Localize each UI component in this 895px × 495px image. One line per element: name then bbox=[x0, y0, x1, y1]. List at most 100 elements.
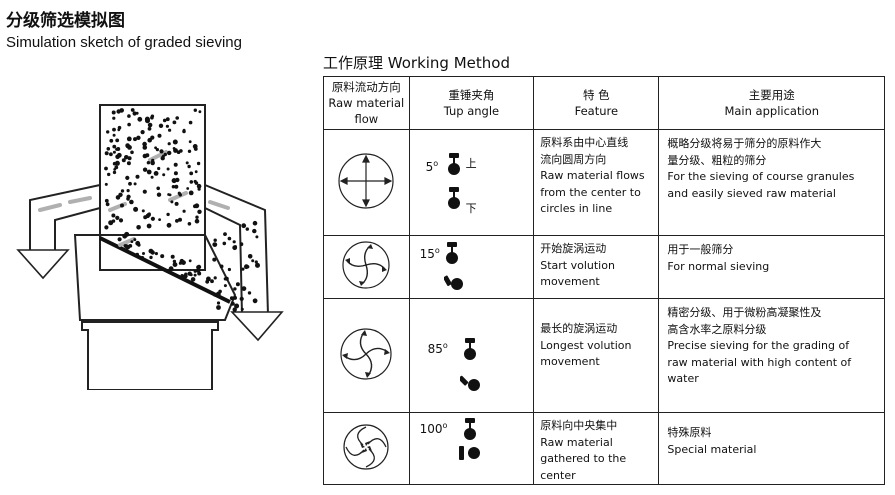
particle bbox=[106, 130, 110, 134]
application-line: 概略分级将易于筛分的原料作大 bbox=[667, 137, 822, 150]
particle bbox=[147, 126, 152, 131]
header-angle-zh: 重锤夹角 bbox=[448, 88, 495, 102]
particle bbox=[234, 245, 237, 249]
feature-line: 原料系由中心直线 bbox=[540, 136, 629, 149]
particle bbox=[166, 212, 170, 217]
particle bbox=[187, 164, 191, 169]
particle bbox=[107, 172, 111, 177]
application-cell: 用于一般筛分 For normal sieving bbox=[658, 235, 885, 299]
application-cell: 精密分级、用于微粉高凝聚性及 高含水率之原料分级 Precise sieving… bbox=[658, 298, 885, 413]
particle bbox=[104, 151, 109, 156]
particle bbox=[184, 272, 188, 276]
particle bbox=[159, 149, 164, 154]
feature-line: from the center to bbox=[540, 185, 641, 199]
particle bbox=[182, 129, 186, 134]
particle bbox=[144, 116, 150, 122]
particle bbox=[140, 256, 145, 260]
particle bbox=[157, 166, 161, 171]
particle bbox=[172, 120, 177, 125]
particle bbox=[192, 144, 198, 149]
screen-deck bbox=[73, 234, 237, 321]
particle bbox=[154, 252, 158, 256]
particle bbox=[244, 264, 249, 270]
lower-weight-icon bbox=[459, 375, 480, 391]
particle bbox=[115, 215, 120, 220]
particle bbox=[188, 140, 192, 144]
particle bbox=[129, 199, 134, 205]
particle bbox=[247, 291, 252, 295]
particle bbox=[187, 222, 192, 226]
particle bbox=[177, 191, 181, 195]
particle bbox=[128, 181, 132, 186]
particle bbox=[111, 110, 116, 115]
particle bbox=[112, 150, 116, 154]
particle bbox=[142, 145, 148, 150]
particle bbox=[173, 171, 178, 176]
particle bbox=[213, 276, 217, 280]
particle bbox=[245, 227, 249, 231]
particle bbox=[136, 225, 141, 230]
particle bbox=[142, 141, 147, 147]
table-row: 15o 开始旋涡运动 Start volution movement 用于一般筛… bbox=[323, 235, 885, 299]
feature-cell: 最长的旋涡运动 Longest volution movement bbox=[533, 298, 660, 413]
particle bbox=[112, 116, 116, 120]
particle bbox=[179, 149, 183, 153]
particle bbox=[254, 260, 258, 264]
particle bbox=[106, 147, 111, 151]
particle bbox=[125, 175, 130, 180]
particle bbox=[142, 252, 145, 255]
particle bbox=[111, 219, 116, 223]
particle bbox=[216, 305, 221, 310]
particle bbox=[213, 293, 217, 297]
particle bbox=[167, 142, 171, 146]
application-line: 用于一般筛分 bbox=[667, 243, 734, 256]
particle bbox=[104, 225, 109, 230]
particle bbox=[188, 259, 192, 263]
particle bbox=[130, 150, 134, 155]
particle bbox=[170, 200, 174, 204]
particle bbox=[150, 216, 155, 221]
particle bbox=[239, 296, 244, 301]
particle bbox=[155, 148, 159, 152]
particle bbox=[213, 238, 217, 242]
feature-line: Start volution bbox=[540, 258, 615, 272]
particle bbox=[216, 301, 221, 305]
particles bbox=[104, 108, 260, 312]
feature-line: circles in line bbox=[540, 202, 613, 215]
particle bbox=[241, 286, 247, 291]
lower-weight-icon bbox=[443, 275, 463, 290]
upper-weight-icon bbox=[445, 242, 458, 264]
particle bbox=[193, 273, 197, 277]
particle bbox=[234, 303, 240, 309]
sieve-screen bbox=[99, 236, 231, 304]
page-title-en: Simulation sketch of graded sieving bbox=[6, 34, 242, 51]
particle bbox=[222, 241, 227, 246]
particle bbox=[130, 240, 134, 244]
flow-cell bbox=[323, 235, 410, 299]
particle bbox=[206, 276, 211, 282]
particle bbox=[180, 259, 185, 264]
particle bbox=[140, 130, 145, 135]
particle bbox=[189, 171, 194, 176]
right-arrow bbox=[230, 311, 284, 342]
application-line: Special material bbox=[667, 442, 757, 456]
particle bbox=[173, 162, 178, 167]
particle bbox=[126, 189, 130, 193]
header-application-zh: 主要用途 bbox=[748, 88, 795, 102]
particle bbox=[150, 161, 155, 166]
particle bbox=[112, 127, 116, 132]
particle bbox=[195, 215, 199, 219]
feature-line: 流向圆周方向 bbox=[540, 152, 607, 166]
particle bbox=[115, 138, 120, 143]
particle bbox=[156, 192, 162, 197]
feature-cell: 原料向中央集中 Raw material gathered to the cen… bbox=[533, 412, 660, 485]
particle bbox=[117, 237, 122, 242]
angle-cell: 15o bbox=[408, 235, 535, 299]
particle bbox=[252, 220, 258, 226]
particle bbox=[180, 274, 184, 278]
particle bbox=[175, 116, 179, 120]
particle bbox=[134, 253, 139, 258]
particle bbox=[153, 171, 159, 176]
